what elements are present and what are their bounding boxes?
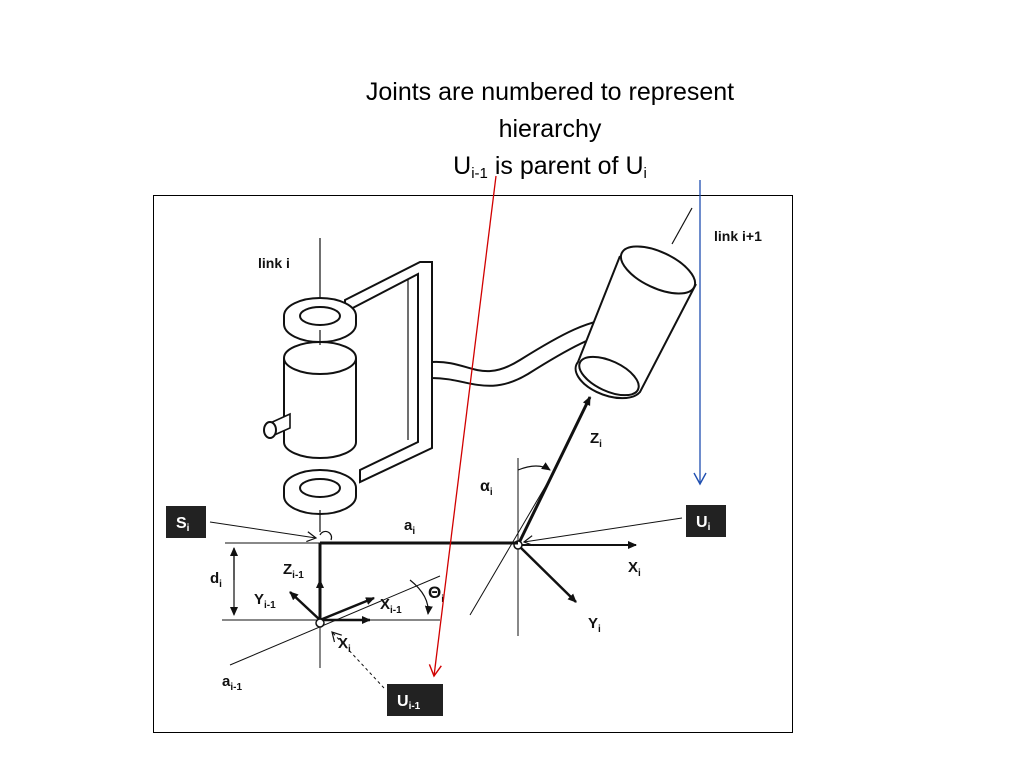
frame-i-minus-1-axes bbox=[222, 542, 441, 668]
label-y-i-minus-1: Yi-1 bbox=[254, 591, 276, 611]
label-x-i-left: Xi bbox=[338, 635, 351, 655]
box-u-i: Ui bbox=[686, 505, 726, 537]
label-y-i: Yi bbox=[588, 615, 601, 635]
label-z-i: Zi bbox=[590, 430, 602, 450]
box-u-i-minus-1: Ui-1 bbox=[387, 684, 443, 716]
label-theta-i: Θi bbox=[428, 583, 444, 605]
caption-line-2: hierarchy bbox=[498, 115, 602, 143]
label-x-i-right: Xi bbox=[628, 559, 641, 579]
label-a-i: ai bbox=[404, 517, 415, 537]
label-z-i-minus-1: Zi-1 bbox=[283, 561, 304, 581]
caption-sub-1: i-1 bbox=[471, 165, 488, 182]
caption-u: U bbox=[453, 152, 472, 180]
caption-line-3: Ui-1 is parent of Ui bbox=[300, 148, 800, 185]
label-alpha-i: αi bbox=[480, 478, 493, 498]
red-annotation-arrow bbox=[428, 175, 497, 678]
caption-line-1: Joints are numbered to represent bbox=[365, 78, 735, 106]
pointer-lines bbox=[209, 517, 683, 689]
caption-sub-2: i bbox=[643, 165, 647, 182]
label-x-i-minus-1: Xi-1 bbox=[380, 596, 402, 616]
link-i1-drawing bbox=[574, 207, 697, 400]
slide-caption: Joints are numbered to represent hierarc… bbox=[300, 74, 800, 185]
label-link-i-plus-1: link i+1 bbox=[714, 228, 762, 244]
box-s-i: Si bbox=[166, 506, 206, 538]
caption-mid: is parent of U bbox=[487, 152, 644, 180]
label-d-i: di bbox=[210, 570, 222, 590]
label-link-i: link i bbox=[258, 255, 290, 271]
svg-text:Si: Si bbox=[176, 515, 190, 534]
svg-text:Ui-1: Ui-1 bbox=[397, 693, 421, 712]
label-a-i-minus-1: ai-1 bbox=[222, 673, 242, 693]
link-i-drawing bbox=[263, 238, 433, 532]
frame-i-axes bbox=[469, 396, 637, 636]
svg-text:Ui: Ui bbox=[696, 514, 711, 533]
